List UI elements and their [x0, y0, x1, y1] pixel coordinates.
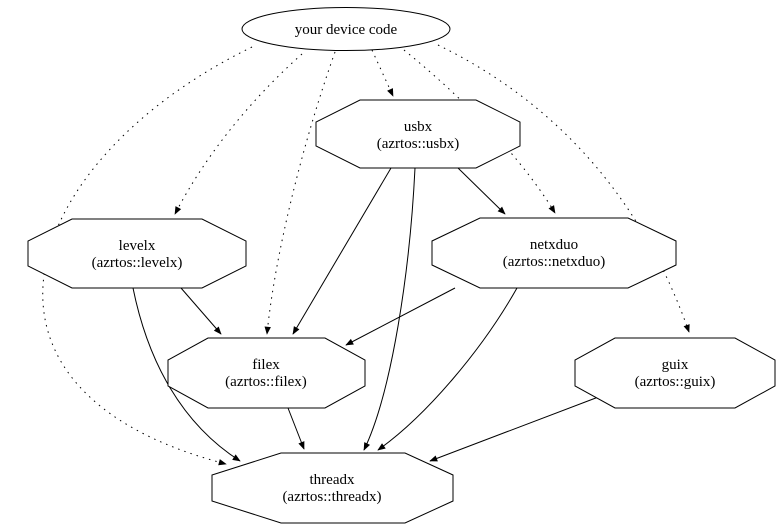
node-sublabel: (azrtos::filex): [225, 374, 307, 390]
node-label: your device code: [295, 22, 398, 38]
node-filex: filex (azrtos::filex): [167, 337, 366, 409]
edge-device-levelx: [174, 53, 303, 215]
octagon-shape: [431, 217, 677, 289]
edge-netxduo-filex: [345, 287, 456, 346]
edge-netxduo-threadx: [377, 287, 518, 451]
node-sublabel: (azrtos::guix): [635, 374, 716, 390]
edge-device-guix: [437, 44, 690, 333]
edge-usbx-filex: [292, 167, 392, 335]
node-label: levelx: [119, 238, 156, 254]
octagon-shape: [167, 337, 366, 409]
node-guix: guix (azrtos::guix): [574, 337, 776, 409]
node-label: usbx: [404, 119, 433, 135]
node-sublabel: (azrtos::netxduo): [503, 254, 605, 270]
edge-usbx-threadx: [363, 167, 416, 451]
node-your-device-code: your device code: [241, 7, 451, 51]
node-label: threadx: [310, 472, 355, 488]
octagon-shape: [574, 337, 776, 409]
edge-levelx-threadx: [132, 287, 241, 462]
edge-filex-threadx: [287, 407, 305, 450]
octagon-shape: [27, 218, 247, 289]
edge-guix-threadx: [429, 395, 602, 462]
node-sublabel: (azrtos::usbx): [377, 136, 459, 152]
edge-levelx-filex: [180, 287, 222, 335]
edge-usbx-netxduo: [457, 167, 506, 215]
ellipse-shape: [241, 7, 451, 51]
edges-solid: [132, 167, 602, 462]
node-sublabel: (azrtos::levelx): [92, 255, 183, 271]
node-netxduo: netxduo (azrtos::netxduo): [431, 217, 677, 289]
edge-device-usbx: [371, 49, 394, 97]
node-levelx: levelx (azrtos::levelx): [27, 218, 247, 289]
node-label: guix: [662, 357, 689, 373]
node-label: filex: [252, 357, 280, 373]
node-label: netxduo: [530, 237, 578, 253]
octagon-shape: [315, 99, 521, 169]
node-sublabel: (azrtos::threadx): [282, 489, 381, 505]
node-threadx: threadx (azrtos::threadx): [211, 452, 454, 524]
node-usbx: usbx (azrtos::usbx): [315, 99, 521, 169]
edge-device-filex: [264, 51, 336, 335]
octagon-shape: [211, 452, 454, 524]
edges-dotted: [42, 44, 690, 466]
